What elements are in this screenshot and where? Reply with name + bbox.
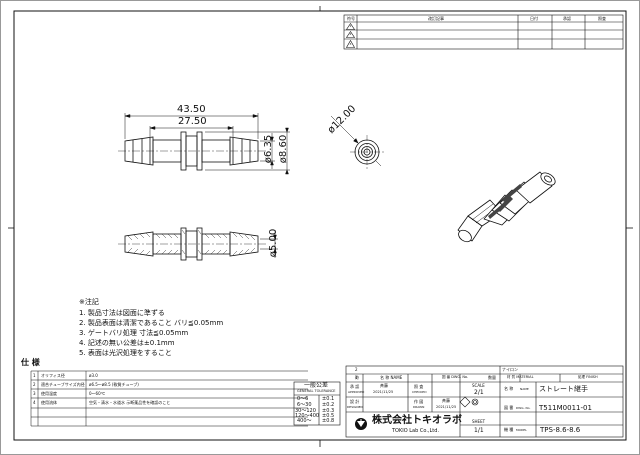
rev-mark-1: 1 [349,24,352,28]
revision-triangles [345,22,356,48]
tb-scale: 2/1 [474,389,484,396]
tb-checked-en: CHECKED [412,390,427,394]
tolerance-title: 一般公差 [304,382,329,389]
tolerance-range: 6～30 [297,402,312,408]
note-item: 2. 製品表面は清潔であること バリ≦0.05mm [79,319,224,327]
tb-drawn-en: DRAWN [413,405,425,409]
tb-qty-mark: 2 [355,367,358,372]
tb-dwg-row-en: DWG. No. [516,406,531,410]
tb-scale-label: SCALE [472,383,485,388]
tb-name-row-en: NAME [520,387,529,391]
tb-approver: 斉藤 [380,383,388,388]
dim-inner-length: 27.50 [178,116,207,127]
tb-model: TPS-8.6-8.6 [540,426,581,434]
tb-drawn-label: 作 図 [414,399,424,404]
rev-mark-2: 2 [349,32,352,36]
spec-row-value: ø3.0 [89,373,98,378]
end-view [350,135,384,169]
tolerance-range: 30～120 [295,408,316,414]
tb-company-name: 株式会社トキオラボ [372,415,462,426]
tolerance-value: ±0.8 [322,418,335,424]
tolerance-range: 400～ [297,418,312,424]
tb-material: ナイロン [502,367,518,372]
spec-row-no: 1 [33,373,36,378]
tb-header-name: 名 称 NAME [380,375,403,380]
tb-header-dwg: 図 番 DWG. No. [442,375,469,379]
rev-header-date: 日付 [530,16,538,21]
title-block-lines [345,365,624,438]
tb-approved-date: 2021/11/25 [373,390,394,394]
tolerance-value: ±0.5 [322,413,335,419]
tb-approved-en: APPROVED [348,390,365,394]
dim-diameter-outer: ø8.60 [278,134,290,164]
isometric-view [457,171,556,243]
notes-heading: ※注記 [79,298,99,306]
isometric-shading [488,184,522,219]
front-view [118,131,266,171]
spec-row-value: ø6.5～ø8.5 (軟質チューブ) [89,382,139,387]
tb-part-name: ストレート継手 [539,385,588,393]
tb-model-row-label: 機 種 [504,427,514,432]
note-item: 3. ゲートバリ処理 寸法≦0.05mm [79,329,189,337]
spec-row-label: 使用温度 [41,391,57,396]
spec-table-lines [30,370,308,427]
spec-row-label: オリフィス径 [41,373,65,378]
company-logo-icon [355,418,367,430]
tb-header-qty: 数量 [488,375,496,380]
end-view-dimension [330,115,382,167]
dim-diameter-inner: ø6.35 [263,134,275,164]
rev-mark-3: 3 [349,41,352,46]
tb-header-material: 材 質 MATERIAL [507,375,534,379]
rev-header-no: 符号 [347,16,355,21]
dim-overall-length: 43.50 [177,104,206,115]
tb-designed-label: 設 計 [350,399,360,404]
tolerance-range: 0～6 [297,396,309,402]
rev-header-check: 照査 [598,16,606,21]
tb-drafter: 斉藤 [442,398,450,403]
tb-sheet: 1/1 [474,427,484,434]
tb-dwg-row-label: 図 番 [504,405,514,410]
spec-row-no: 4 [33,400,36,405]
tb-name-row-label: 名 称 [504,386,514,391]
spec-heading: 仕 様 [21,358,40,367]
tb-sheet-label: SHEET [472,419,486,424]
note-item: 5. 表面は光沢処理をすること [79,349,172,357]
rev-header-desc: 改訂記事 [428,16,444,21]
tb-drawn-date: 2021/11/25 [436,405,457,409]
tb-company-en: TOKIO Lab Co.,Ltd. [392,428,440,434]
tb-header-no: 符 [355,375,359,380]
tolerance-value: ±0.3 [322,408,335,414]
spec-row-value: 0～60℃ [89,391,106,396]
tb-approved-label: 承 認 [350,384,360,389]
tb-qty-mark: 1 [355,375,358,380]
spec-row-label: 適合チューブサイズ内径 [41,382,85,387]
tb-designed-en: DESIGNED [347,405,363,409]
tolerance-subtitle: GENERAL TOLERANCE [297,389,336,393]
tb-model-row-en: MODEL [516,428,527,432]
projection-symbol-icon [459,396,479,408]
front-dimensions [124,113,290,175]
note-item: 1. 製品寸法は図面に準ずる [79,309,165,317]
spec-row-no: 3 [33,391,36,396]
tb-checked-label: 照 査 [414,384,424,389]
spec-row-value: 空気・清水・水道水 示断薬品性を確認のこと [89,400,171,405]
dim-section-bore: ø5.00 [268,228,280,258]
section-view [118,227,266,261]
tolerance-range: 120～400 [295,413,320,419]
spec-row-label: 使用流体 [41,400,57,405]
tb-dwg-no: T511M0011-01 [539,404,592,412]
spec-row-no: 2 [33,382,36,387]
rev-header-approval: 承認 [563,16,571,21]
tolerance-table-lines [293,381,341,426]
tolerance-value: ±0.1 [322,396,335,402]
section-hatching [127,229,256,256]
tolerance-value: ±0.2 [322,402,335,408]
note-item: 4. 記述の無い公差は±0.1mm [79,339,175,347]
section-dimension [260,230,278,258]
tb-header-finish: 処理 FINISH [578,375,598,379]
revision-table-lines [343,14,624,50]
